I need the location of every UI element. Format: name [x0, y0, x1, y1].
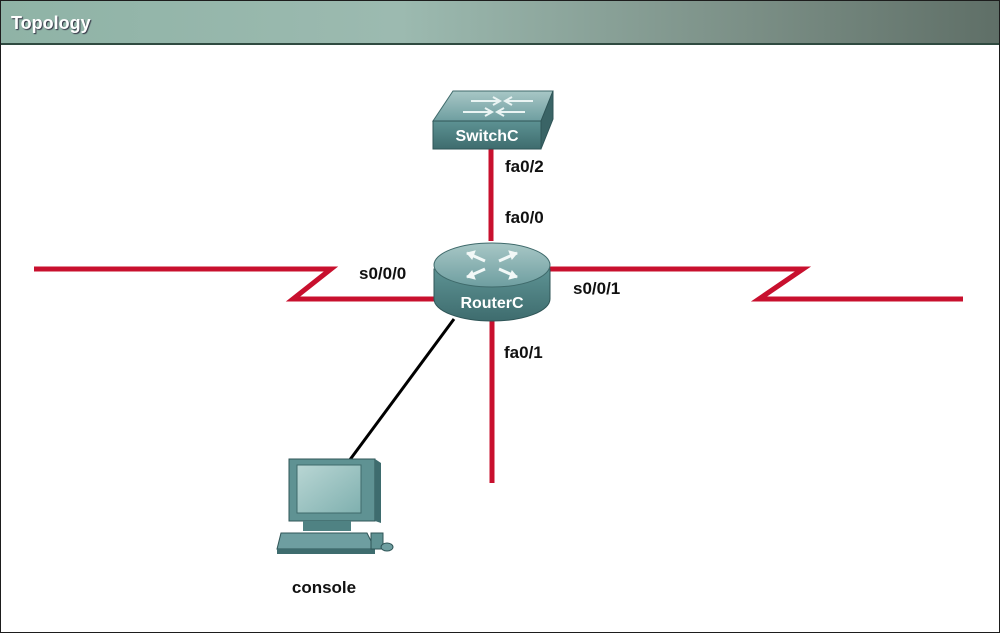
switch-icon[interactable] — [432, 90, 554, 150]
label-s0-0-0: s0/0/0 — [359, 264, 406, 283]
page-title: Topology — [11, 13, 91, 33]
topology-header: Topology — [1, 1, 999, 45]
link-serial-s0-0-0 — [34, 266, 441, 302]
pc-label: console — [292, 578, 356, 597]
label-s0-0-1: s0/0/1 — [573, 279, 620, 298]
label-fa0-1: fa0/1 — [504, 343, 543, 362]
router-label: RouterC — [460, 295, 524, 312]
label-fa0-2: fa0/2 — [505, 157, 544, 176]
computer-icon[interactable] — [276, 458, 394, 554]
console-cable — [347, 318, 456, 462]
link-serial-s0-0-1 — [549, 266, 963, 302]
router-icon[interactable] — [433, 242, 551, 322]
label-fa0-0: fa0/0 — [505, 208, 544, 227]
switch-label: SwitchC — [455, 128, 519, 145]
